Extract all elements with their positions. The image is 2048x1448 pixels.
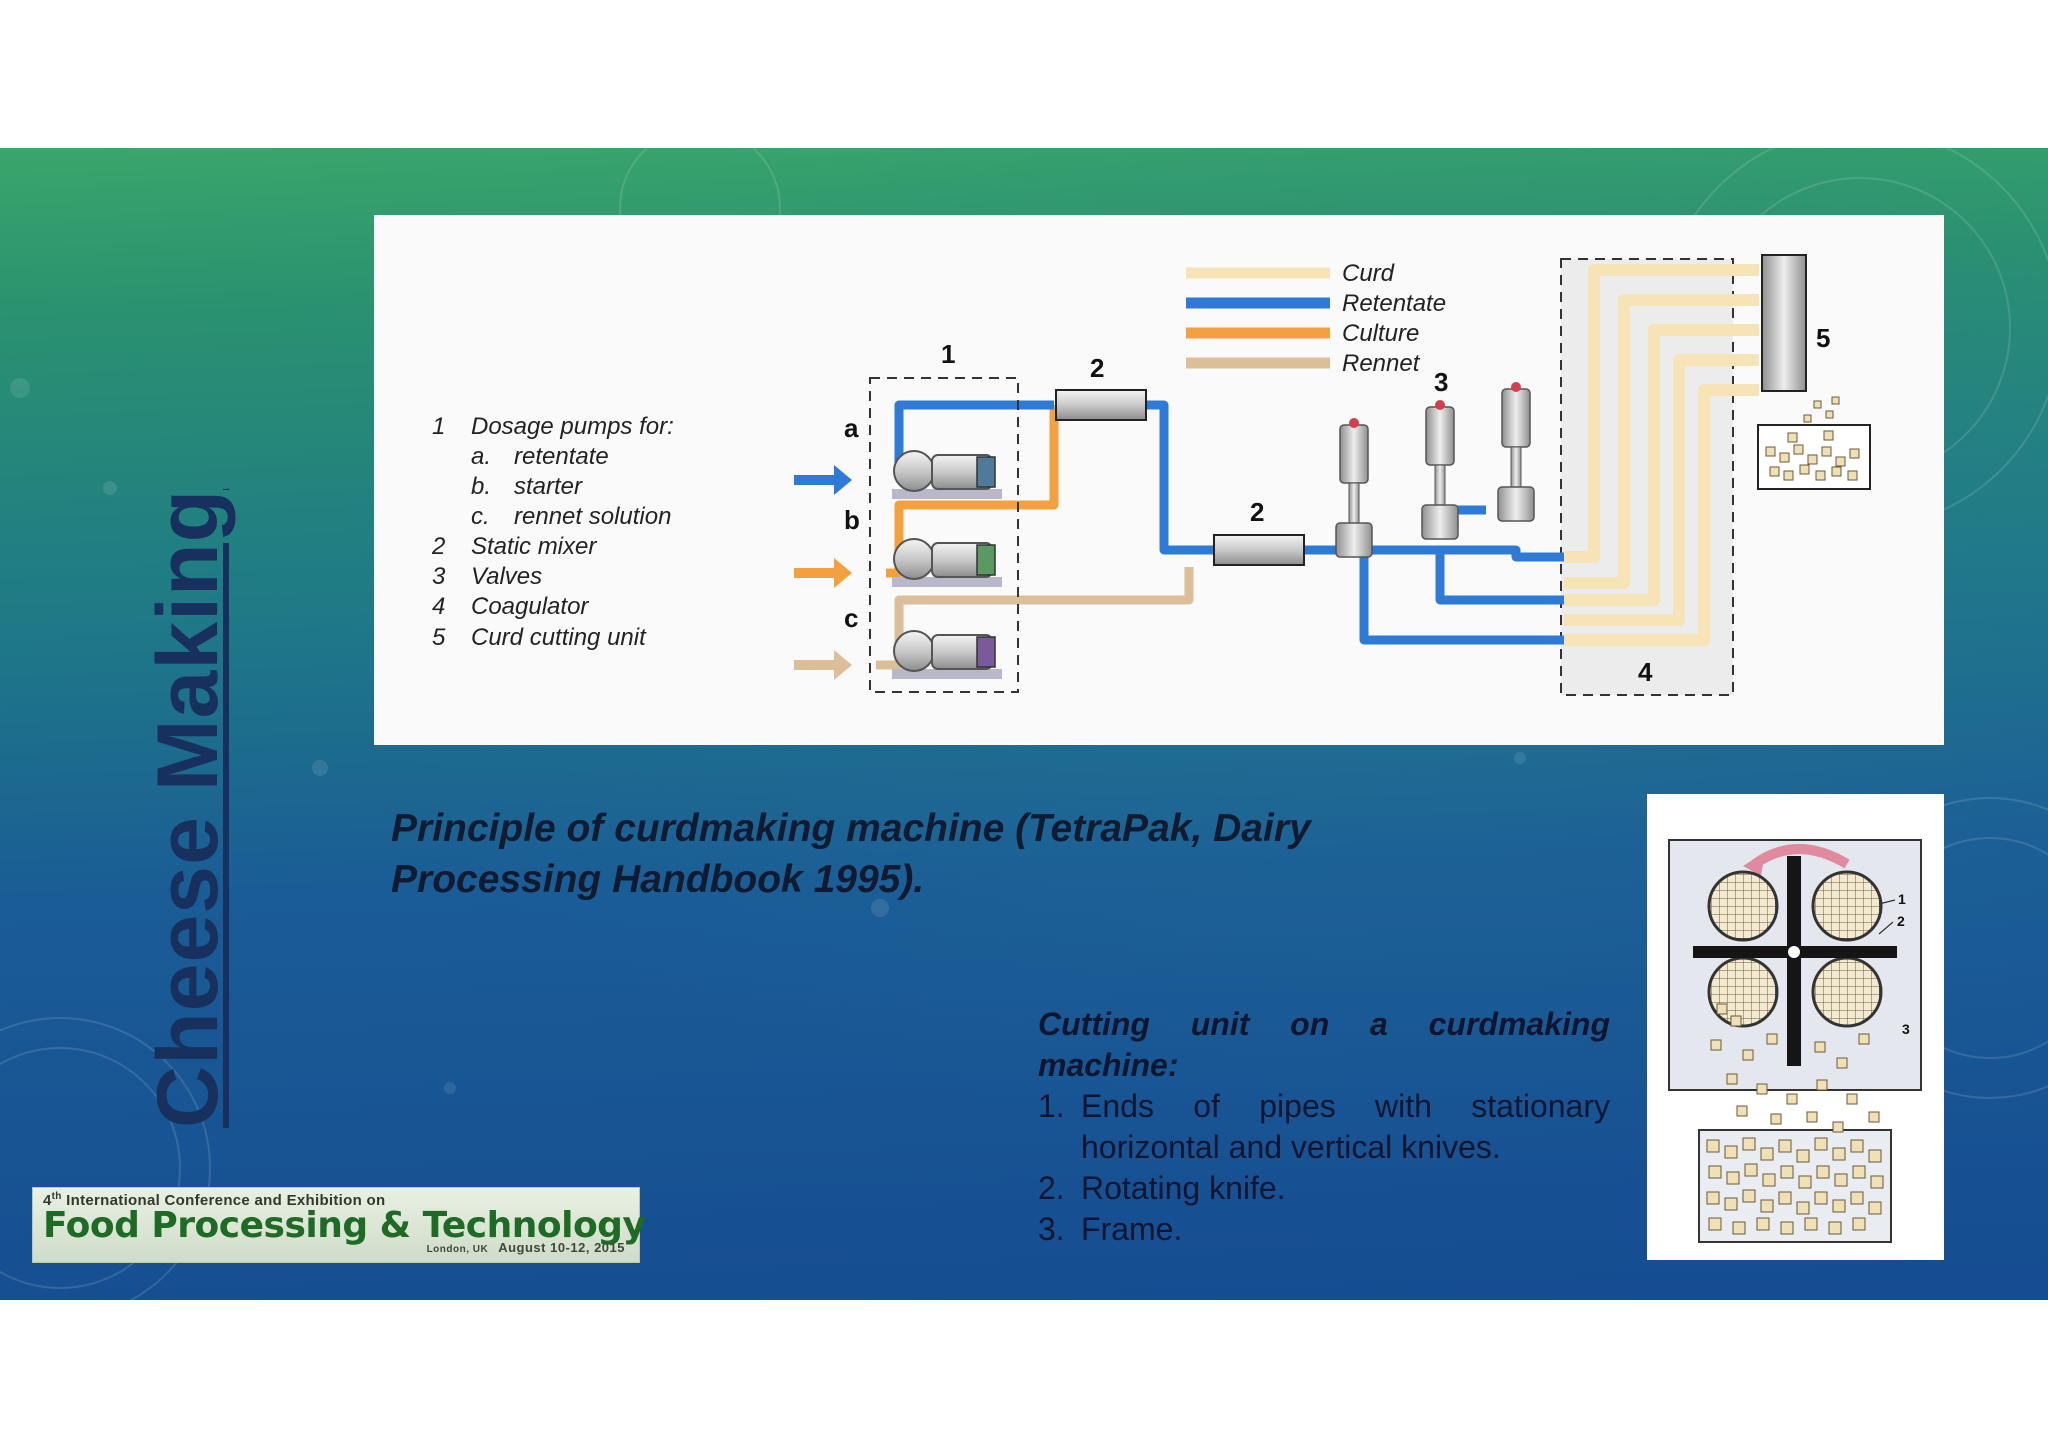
rotation-arrow — [1752, 844, 1850, 869]
key-num: 3 — [432, 563, 446, 590]
valve — [1497, 382, 1535, 522]
callout-mixer-top: 2 — [1090, 353, 1104, 383]
callout-pump-b: b — [844, 505, 860, 535]
figure-label-1: 1 — [1898, 891, 1906, 907]
valve — [1421, 400, 1459, 540]
pumps-box — [869, 377, 1019, 693]
legend-culture-label: Culture — [1342, 320, 1419, 347]
key-text: Valves — [471, 563, 542, 590]
legend: Curd Retentate Culture Rennet — [1186, 260, 1446, 377]
retentate-pipe — [894, 400, 1564, 645]
callout-pump-a: a — [844, 413, 859, 443]
slide: Cheese Making Curd Retentate — [0, 148, 2048, 1300]
list-number: 3. — [1038, 1211, 1065, 1247]
list-item: 1. Ends of pipes with stationary horizont… — [1038, 1086, 1610, 1168]
key-num: a. — [471, 443, 491, 470]
list-number: 2. — [1038, 1170, 1065, 1206]
cutting-unit-list: 1. Ends of pipes with stationary horizont… — [1038, 1086, 1610, 1250]
cutting-unit-heading: Cutting unit on a curdmaking machine: — [1038, 1006, 1610, 1083]
cutting-unit-figure: 1 2 3 — [1647, 794, 1944, 1260]
key-text: Static mixer — [471, 533, 597, 560]
logo-location: London, UK — [426, 1244, 489, 1255]
pump-b — [892, 538, 1002, 587]
rennet-inflow-arrow — [794, 650, 852, 680]
culture-pipe — [886, 405, 1059, 578]
cutting-unit-description: Cutting unit on a curdmaking machine: 1.… — [1038, 1004, 1610, 1250]
logo-line1: 4th International Conference and Exhibit… — [43, 1191, 385, 1209]
retentate-inflow-arrow — [794, 465, 852, 495]
key-text: Curd cutting unit — [471, 624, 647, 651]
key-text: rennet solution — [514, 503, 671, 530]
leader-line — [1878, 921, 1894, 935]
list-text: Rotating knife. — [1081, 1170, 1286, 1206]
inflow-arrows — [794, 465, 852, 680]
callout-pumps: 1 — [941, 339, 955, 369]
callout-pump-c: c — [844, 603, 858, 633]
legend-retentate-label: Retentate — [1342, 290, 1446, 317]
key-list: 1 Dosage pumps for: a. retentate b. star… — [431, 413, 674, 651]
key-text: Coagulator — [471, 593, 589, 620]
key-num: b. — [471, 473, 491, 500]
key-num: 4 — [432, 593, 445, 620]
rotating-knife — [1693, 856, 1897, 1066]
list-text: Frame. — [1081, 1211, 1183, 1247]
figure-label-3: 3 — [1902, 1021, 1910, 1037]
logo-ordinal-suffix: th — [51, 1191, 62, 1202]
key-num: 5 — [432, 624, 446, 651]
logo-line1-text: International Conference and Exhibition … — [61, 1192, 386, 1209]
curd-cubes — [1765, 396, 1860, 481]
legend-rennet-label: Rennet — [1342, 350, 1421, 377]
valve — [1335, 418, 1373, 558]
logo-location-dates: London, UK August 10-12, 2015 — [427, 1240, 625, 1255]
curd-pipes — [1564, 264, 1759, 646]
figure-label-2: 2 — [1897, 913, 1905, 929]
callout-mixer-bottom: 2 — [1250, 497, 1264, 527]
key-num: 1 — [432, 413, 445, 440]
figure-caption: Principle of curdmaking machine (TetraPa… — [391, 807, 1311, 901]
rotation-arrow-head — [1743, 852, 1765, 876]
list-item: 3. Frame. — [1038, 1209, 1610, 1250]
logo-ordinal: 4 — [43, 1192, 52, 1209]
callouts: 1 2 2 3 4 5 a b c — [844, 323, 1830, 687]
list-item: 2. Rotating knife. — [1038, 1168, 1610, 1209]
leader-line — [1878, 899, 1896, 905]
key-text: starter — [514, 473, 583, 500]
callout-cutter: 5 — [1816, 323, 1830, 353]
key-text: retentate — [514, 443, 609, 470]
static-mixer-bottom — [1213, 534, 1305, 566]
logo-dates: August 10-12, 2015 — [498, 1240, 625, 1255]
key-text: Dosage pumps for: — [471, 413, 674, 440]
key-num: 2 — [431, 533, 445, 560]
key-num: c. — [471, 503, 490, 530]
rennet-pipe — [876, 567, 1194, 670]
callout-coagulator: 4 — [1638, 657, 1653, 687]
pump-a — [892, 450, 1002, 499]
legend-curd-label: Curd — [1342, 260, 1395, 287]
static-mixer-top — [1055, 389, 1147, 421]
list-text: Ends of pipes with stationary horizontal… — [1081, 1088, 1610, 1165]
logo-conference-name: Food Processing & Technology — [43, 1205, 646, 1246]
slide-title: Cheese Making — [140, 488, 236, 1128]
pump-c — [892, 630, 1002, 679]
conference-logo: 4th International Conference and Exhibit… — [32, 1187, 646, 1263]
callout-valves: 3 — [1434, 367, 1448, 397]
falling-curd-cubes — [1706, 1003, 1884, 1235]
curd-cutter-housing — [1761, 254, 1807, 392]
culture-inflow-arrow — [794, 558, 852, 588]
list-number: 1. — [1038, 1088, 1065, 1124]
curdmaking-diagram: Curd Retentate Culture Rennet 1 Dosage p… — [374, 215, 1944, 745]
